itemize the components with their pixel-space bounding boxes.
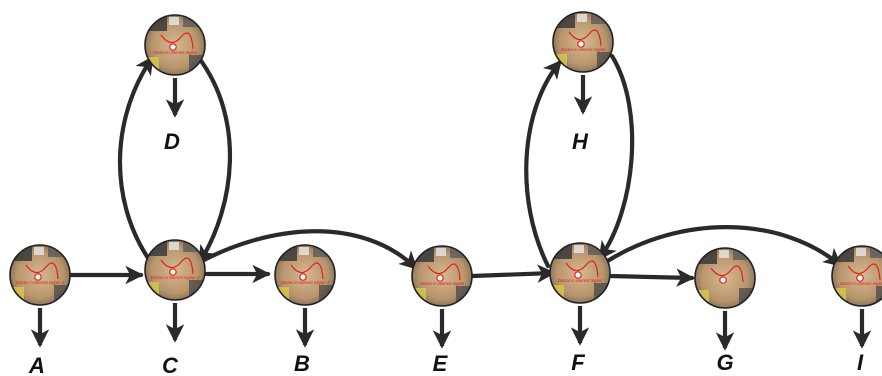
node-label-e: E (433, 351, 449, 376)
trajectory-path (847, 263, 881, 281)
edge-d-to-c (196, 55, 232, 265)
edge-e-to-f (469, 264, 556, 283)
doctor-marker (299, 273, 307, 281)
node-label-b: B (294, 351, 310, 376)
doctor-marker (436, 274, 444, 282)
node-d: Doctor in interest region (144, 14, 206, 76)
camera-caption: Doctor in interest region (840, 281, 882, 286)
edge-f-to-h (524, 59, 563, 269)
node-label-a: A (28, 353, 45, 376)
trajectory-path (160, 32, 194, 50)
edge-c-to-d (117, 55, 155, 261)
doctor-marker (169, 268, 177, 276)
camera-caption: Doctor in interest region (558, 278, 603, 283)
doctor-marker (169, 43, 177, 51)
camera-caption: Doctor in interest region 4 (281, 280, 330, 285)
thumbnail-border (831, 245, 882, 307)
node-a: Doctor in interest region 4 (9, 244, 71, 306)
camera-caption: Doctor in interest region (153, 50, 198, 55)
doctor-marker (574, 271, 582, 279)
trajectory-path (427, 263, 461, 281)
node-g (694, 247, 756, 309)
thumbnail-border (694, 247, 756, 309)
camera-caption: Doctor in interest region 2 (151, 275, 200, 280)
node-label-h: H (572, 129, 589, 154)
thumbnail-border (552, 11, 614, 73)
node-b: Doctor in interest region 4 (274, 244, 336, 306)
thumbnail-border (144, 239, 206, 301)
doctor-marker (577, 40, 585, 48)
thumbnail-border (549, 242, 611, 304)
camera-caption: Doctor in interest region 4 (16, 280, 65, 285)
trajectory-path (160, 257, 194, 275)
node-h: Doctor in interest region (552, 11, 614, 73)
edge-h-to-f (597, 53, 635, 261)
camera-caption: Doctor in interest region (561, 47, 606, 52)
doctor-marker (34, 273, 42, 281)
edge-c-to-e (197, 229, 419, 271)
edge-f-to-g (607, 268, 695, 287)
thumbnail-border (9, 244, 71, 306)
node-e: Doctor in interest region (411, 245, 473, 307)
doctor-marker (856, 274, 864, 282)
thumbnail-border (274, 244, 336, 306)
thumbnail-border (144, 14, 206, 76)
node-label-d: D (164, 129, 180, 154)
node-label-c: C (162, 353, 179, 376)
trajectory-path (290, 262, 324, 280)
thumbnail-border (411, 245, 473, 307)
edge-f-to-i (603, 225, 843, 268)
node-label-g: G (716, 350, 733, 375)
node-i: Doctor in interest region (831, 245, 882, 307)
node-c: Doctor in interest region 2 (144, 239, 206, 301)
doctor-marker (719, 276, 727, 284)
node-label-i: I (857, 350, 864, 375)
trajectory-path (565, 260, 599, 278)
node-label-f: F (571, 350, 585, 375)
camera-caption: Doctor in interest region (420, 281, 465, 286)
node-f: Doctor in interest region (549, 242, 611, 304)
trajectory-path (710, 265, 744, 283)
trajectory-path (568, 29, 602, 47)
trajectory-path (25, 262, 59, 280)
